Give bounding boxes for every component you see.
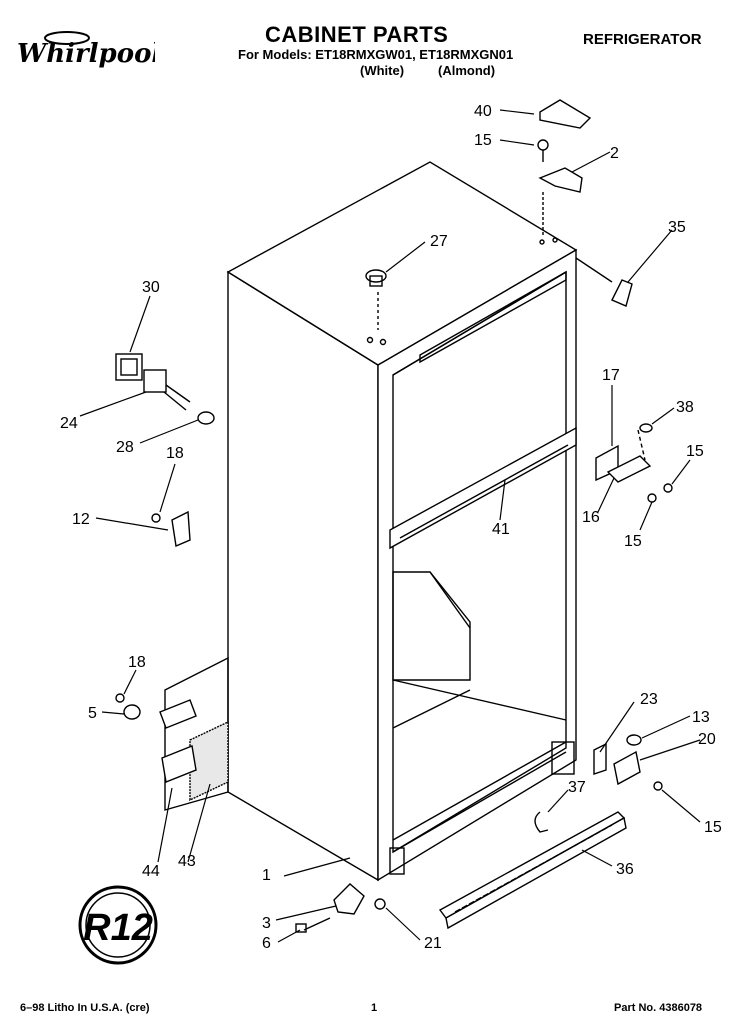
part-3-leveler (295, 883, 386, 933)
callout-17: 17 (602, 367, 620, 384)
callout-21: 21 (424, 935, 442, 952)
callout-36: 36 (616, 861, 634, 878)
part-37-clip (534, 811, 549, 833)
callout-27: 27 (430, 233, 448, 250)
footer-part-number: Part No. 4386078 (614, 1002, 703, 1014)
whirlpool-logo: Whirlpool (17, 31, 155, 69)
callout-18: 18 (166, 445, 184, 462)
callout-15: 15 (686, 443, 704, 460)
callout-6: 6 (262, 935, 271, 952)
category-label: REFRIGERATOR (583, 31, 702, 48)
callout-20: 20 (698, 731, 716, 748)
page-title: CABINET PARTS (265, 22, 449, 47)
models-line: For Models: ET18RMXGW01, ET18RMXGN01 (238, 47, 514, 62)
callout-30: 30 (142, 279, 160, 296)
callout-18: 18 (128, 654, 146, 671)
part-36-grille (438, 811, 627, 930)
brand-name: Whirlpool (17, 39, 155, 69)
callout-16: 16 (582, 509, 600, 526)
callout-23: 23 (640, 691, 658, 708)
leader-lines (79, 109, 701, 943)
callout-41: 41 (492, 521, 510, 538)
callout-38: 38 (676, 399, 694, 416)
variant-almond: (Almond) (438, 63, 496, 78)
part-20-bottom-hinge (593, 734, 663, 791)
part-15-screw (537, 139, 549, 162)
part-12-bracket (151, 510, 191, 547)
callout-24: 24 (60, 415, 78, 432)
part-28-knob (197, 411, 215, 425)
part-44-43-panel (115, 656, 229, 811)
callout-15: 15 (474, 132, 492, 149)
r12-seal: R12 (78, 885, 158, 965)
callout-12: 12 (72, 511, 90, 528)
cabinet (226, 161, 578, 882)
callout-28: 28 (116, 439, 134, 456)
callout-1: 1 (262, 867, 271, 884)
callout-15: 15 (704, 819, 722, 836)
callout-13: 13 (692, 709, 710, 726)
callout-2: 2 (610, 145, 619, 162)
part-30-bezel (115, 353, 143, 381)
part-40-hinge-cover (539, 99, 592, 129)
callout-15: 15 (624, 533, 642, 550)
callout-5: 5 (88, 705, 97, 722)
part-2-top-hinge (538, 167, 583, 193)
callout-labels: 40 15 2 27 35 30 24 28 18 12 17 38 15 41… (60, 103, 722, 952)
callout-35: 35 (668, 219, 686, 236)
part-16-17-hinge-bracket (595, 423, 673, 503)
part-24-control (143, 369, 191, 411)
callout-44: 44 (142, 863, 160, 880)
variant-white: (White) (360, 63, 405, 78)
footer-print-info: 6–98 Litho In U.S.A. (cre) (20, 1002, 150, 1014)
part-27-plug (365, 269, 387, 330)
callout-37: 37 (568, 779, 586, 796)
callout-3: 3 (262, 915, 271, 932)
callout-43: 43 (178, 853, 196, 870)
callout-40: 40 (474, 103, 492, 120)
part-35-cap (611, 279, 633, 307)
r12-seal-text: R12 (83, 907, 153, 949)
footer-page-number: 1 (371, 1002, 378, 1014)
